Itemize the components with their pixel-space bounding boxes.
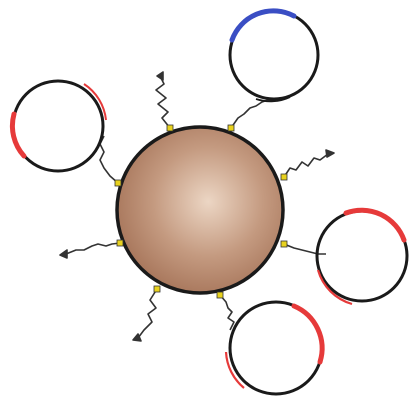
plasmid-right (317, 210, 407, 304)
anchor-point (154, 286, 160, 292)
tether-tip-left (60, 250, 67, 258)
anchor-point (281, 174, 287, 180)
anchor-point (167, 125, 173, 131)
anchor-point (117, 240, 123, 246)
anchor-point (228, 125, 234, 131)
plasmid-segment-red (346, 210, 404, 240)
tether-left-plasmid (100, 136, 118, 183)
anchor-point (115, 180, 121, 186)
anchor-point (281, 241, 287, 247)
tether-tip-right (326, 150, 334, 157)
plasmid-left (12, 81, 106, 171)
anchor-point (217, 292, 223, 298)
tether-right-free (284, 154, 328, 177)
core-bead (117, 127, 283, 293)
plasmid-bottom (226, 302, 322, 394)
plasmid-ring (13, 81, 103, 171)
tether-bottom-free (138, 289, 157, 338)
plasmid-segment-blue (232, 11, 294, 40)
plasmid-segment-red (294, 306, 322, 362)
plasmid-segment-red (12, 114, 24, 156)
tether-top-right-plasmid (231, 100, 276, 128)
tether-tip-top (157, 72, 163, 80)
plasmid-top-right (230, 11, 318, 101)
tether-bottom-plasmid (220, 295, 234, 330)
tether-lower-left-free (66, 243, 120, 254)
tether-top-free (156, 76, 170, 128)
